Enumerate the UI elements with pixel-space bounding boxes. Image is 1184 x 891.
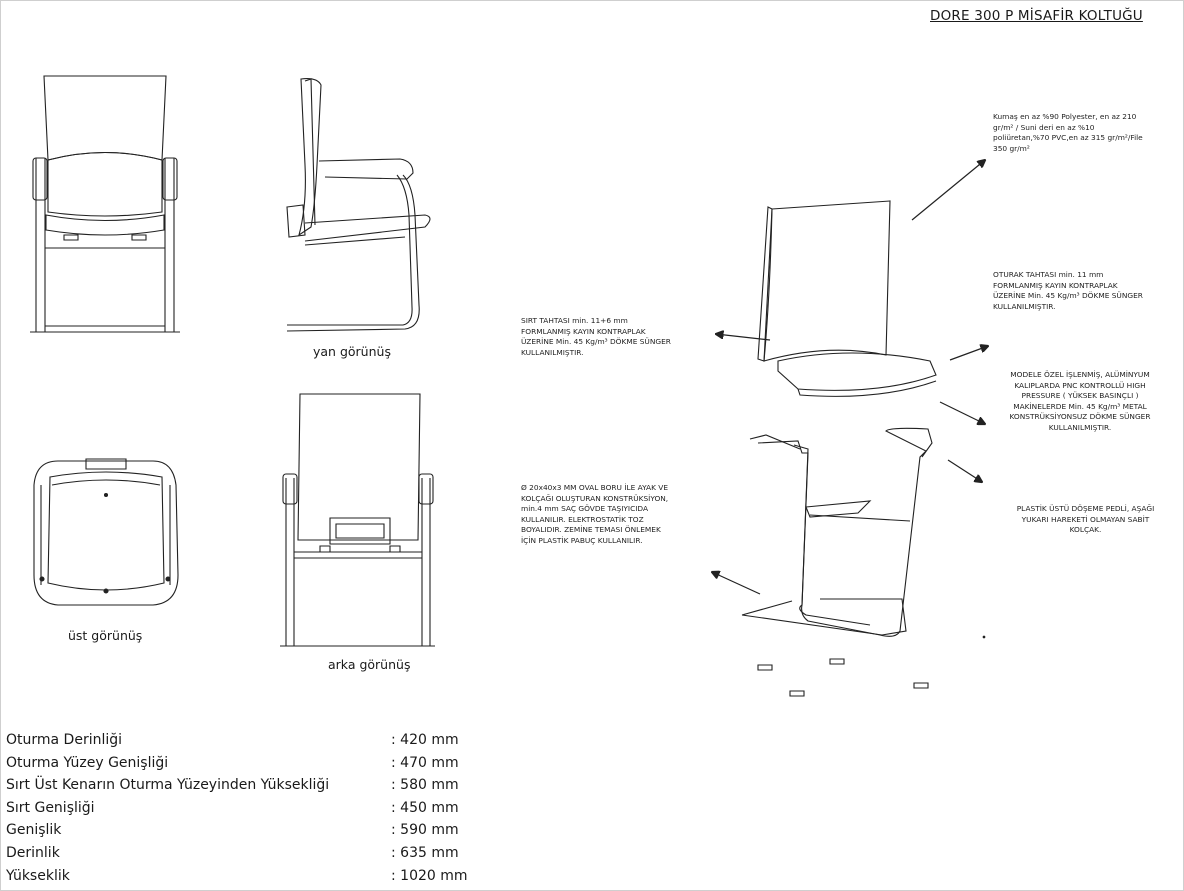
spec-label: Sırt Üst Kenarın Oturma Yüzeyinden Yükse…	[6, 777, 330, 794]
spec-value: : 1020 mm	[391, 867, 468, 884]
seat-board-note: OTURAK TAHTASI min. 11 mm FORMLANMIŞ KAY…	[993, 270, 1143, 311]
spec-label: Sırt Genişliği	[6, 799, 95, 816]
spec-label: Oturma Yüzey Genişliği	[6, 754, 169, 771]
spec-value: : 590 mm	[391, 822, 459, 839]
spec-row-back-width: Sırt Genişliği : 450 mm	[6, 797, 486, 820]
armrest-arrow	[948, 460, 982, 482]
spec-row-height: Yükseklik : 1020 mm	[6, 865, 486, 888]
aluminum-note: MODELE ÖZEL İŞLENMİŞ, ALÜMİNYUM KALIPLAR…	[1009, 370, 1151, 432]
spec-label: Derinlik	[6, 844, 60, 861]
aluminum-arrow	[940, 402, 985, 424]
top-view-label: üst görünüş	[68, 628, 143, 643]
fabric-note: Kumaş en az %90 Polyester, en az 210 gr/…	[993, 112, 1143, 153]
spec-value: : 420 mm	[391, 732, 459, 748]
seat-board-arrow	[950, 346, 988, 360]
back-view-drawing	[280, 390, 435, 652]
front-view-drawing	[28, 70, 193, 340]
exploded-view-drawing	[710, 195, 1000, 705]
spec-label: Genişlik	[6, 822, 62, 839]
specs-table: Oturma Derinliği : 420 mm Oturma Yüzey G…	[6, 729, 486, 887]
fabric-arrow	[912, 160, 985, 220]
armrest-note: PLASTİK ÜSTÜ DÖŞEME PEDLİ, AŞAĞI YUKARI …	[1016, 504, 1155, 535]
spec-row-seat-width: Oturma Yüzey Genişliği : 470 mm	[6, 752, 486, 775]
spec-row-back-height: Sırt Üst Kenarın Oturma Yüzeyinden Yükse…	[6, 774, 486, 797]
back-board-note: SIRT TAHTASI min. 11+6 mm FORMLANMIŞ KAY…	[521, 316, 671, 357]
back-view-label: arka görünüş	[328, 657, 411, 672]
top-view-drawing	[28, 455, 183, 610]
spec-value: : 635 mm	[391, 844, 459, 861]
frame-arrow	[712, 572, 760, 594]
spec-label: Yükseklik	[6, 867, 70, 884]
spec-value: : 450 mm	[391, 799, 459, 816]
spec-row-depth: Derinlik : 635 mm	[6, 842, 486, 865]
back-board-arrow	[716, 334, 770, 340]
spec-row-width: Genişlik : 590 mm	[6, 819, 486, 842]
spec-value: : 470 mm	[391, 754, 459, 771]
side-view-drawing	[275, 75, 450, 337]
spec-value: : 580 mm	[391, 777, 459, 794]
spec-row-seat-depth: Oturma Derinliği : 420 mm	[6, 729, 486, 752]
frame-note: Ø 20x40x3 MM OVAL BORU İLE AYAK VE KOLÇA…	[521, 483, 669, 545]
side-view-label: yan görünüş	[313, 344, 391, 359]
document-title: DORE 300 P MİSAFİR KOLTUĞU	[930, 8, 1143, 24]
spec-label: Oturma Derinliği	[6, 732, 123, 748]
